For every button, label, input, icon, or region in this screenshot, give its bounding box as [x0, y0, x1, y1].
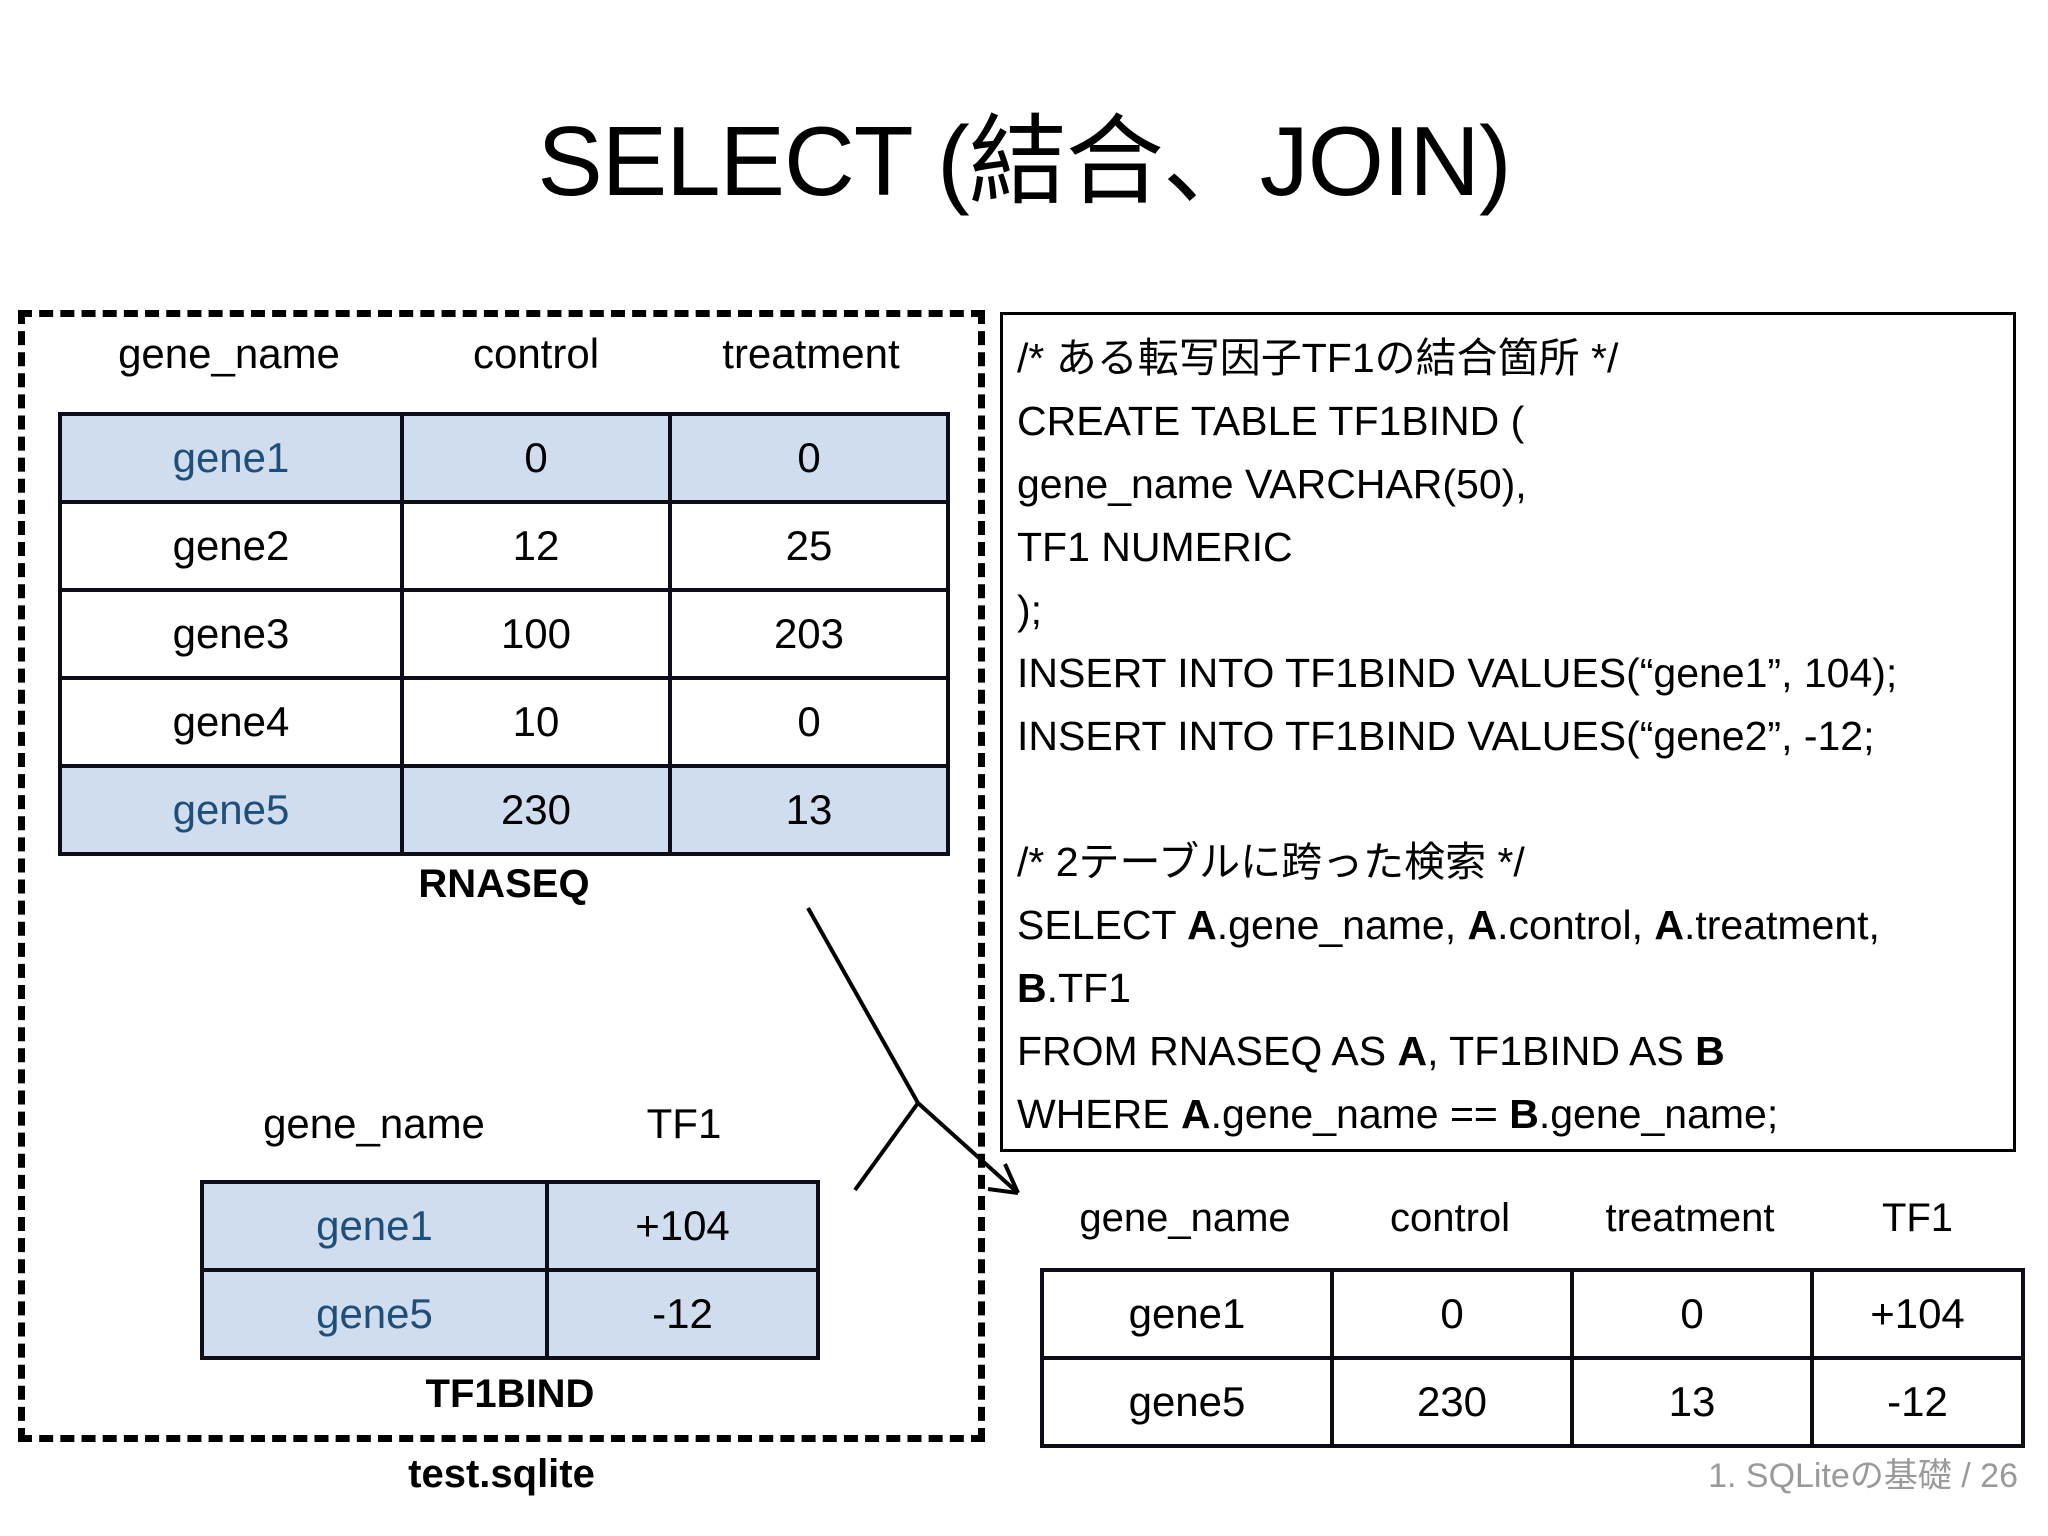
result-header-control: control — [1389, 1196, 1511, 1240]
table-row: gene5 230 13 -12 — [1044, 1356, 2021, 1444]
cell-tf1: -12 — [1810, 1360, 2021, 1444]
sql-line: TF1 NUMERIC — [1017, 524, 1293, 570]
slide-footer: 1. SQLiteの基礎 / 26 — [1708, 1457, 2018, 1495]
sql-line: ); — [1017, 587, 1043, 633]
cell-treatment: 203 — [668, 592, 946, 676]
sql-line: SELECT A.gene_name, A.control, A.treatme… — [1017, 902, 1880, 948]
cell-treatment: 0 — [668, 416, 946, 500]
rnaseq-header-treatment: treatment — [722, 330, 900, 377]
cell-treatment: 0 — [1570, 1272, 1810, 1356]
cell-treatment: 13 — [1570, 1360, 1810, 1444]
cell-control: 100 — [400, 592, 668, 676]
table-row: gene5 230 13 — [62, 764, 946, 852]
sql-line: gene_name VARCHAR(50), — [1017, 461, 1527, 507]
rnaseq-header-gene-name: gene_name — [118, 330, 340, 377]
cell-gene-name: gene1 — [204, 1184, 545, 1268]
cell-tf1: +104 — [1810, 1272, 2021, 1356]
table-row: gene5 -12 — [204, 1268, 816, 1356]
table-row: gene1 +104 — [204, 1184, 816, 1268]
sql-code-block: /* ある転写因子TF1の結合箇所 */ CREATE TABLE TF1BIN… — [1000, 312, 2016, 1152]
sql-line: B.TF1 — [1017, 965, 1131, 1011]
database-container — [18, 310, 985, 1442]
sql-line: WHERE A.gene_name == B.gene_name; — [1017, 1091, 1779, 1137]
cell-treatment: 13 — [668, 768, 946, 852]
join-arrow-icon — [806, 907, 1020, 1195]
cell-gene-name: gene1 — [62, 416, 400, 500]
table-row: gene3 100 203 — [62, 588, 946, 676]
tf1bind-header-tf1: TF1 — [646, 1100, 722, 1147]
rnaseq-table: gene1 0 0 gene2 12 25 gene3 100 203 gene… — [58, 412, 950, 856]
sql-line-blank — [1017, 768, 2013, 831]
tf1bind-header-row: gene_name TF1 — [200, 1100, 820, 1148]
result-header-row: gene_name control treatment TF1 — [1040, 1196, 2025, 1241]
table-row: gene1 0 0 +104 — [1044, 1272, 2021, 1356]
cell-treatment: 25 — [668, 504, 946, 588]
sql-line: FROM RNASEQ AS A, TF1BIND AS B — [1017, 1028, 1725, 1074]
cell-gene-name: gene4 — [172, 698, 290, 745]
cell-tf1: +104 — [545, 1184, 816, 1268]
rnaseq-caption: RNASEQ — [418, 862, 590, 906]
cell-gene-name: gene5 — [1128, 1378, 1246, 1425]
database-label: test.sqlite — [408, 1452, 595, 1496]
cell-control: 230 — [400, 768, 668, 852]
table-row: gene2 12 25 — [62, 500, 946, 588]
sql-line: /* 2テーブルに跨った検索 */ — [1017, 839, 1525, 885]
result-header-treatment: treatment — [1605, 1196, 1775, 1240]
tf1bind-caption: TF1BIND — [425, 1372, 595, 1416]
table-row: gene4 10 0 — [62, 676, 946, 764]
sql-line: /* ある転写因子TF1の結合箇所 */ — [1017, 335, 1619, 381]
cell-treatment: 0 — [668, 680, 946, 764]
sql-line: INSERT INTO TF1BIND VALUES(“gene1”, 104)… — [1017, 650, 1898, 696]
result-header-gene-name: gene_name — [1079, 1196, 1291, 1240]
result-header-tf1: TF1 — [1881, 1196, 1954, 1240]
cell-gene-name: gene2 — [172, 522, 290, 569]
tf1bind-header-gene-name: gene_name — [263, 1100, 485, 1147]
rnaseq-header-control: control — [472, 330, 600, 377]
cell-control: 230 — [1330, 1360, 1570, 1444]
cell-control: 12 — [400, 504, 668, 588]
tf1bind-table: gene1 +104 gene5 -12 — [200, 1180, 820, 1360]
table-row: gene1 0 0 — [62, 416, 946, 500]
cell-gene-name: gene1 — [1128, 1290, 1246, 1337]
sql-line: CREATE TABLE TF1BIND ( — [1017, 398, 1525, 444]
rnaseq-header-row: gene_name control treatment — [58, 330, 950, 378]
cell-control: 10 — [400, 680, 668, 764]
cell-tf1: -12 — [545, 1272, 816, 1356]
cell-gene-name: gene5 — [204, 1272, 545, 1356]
sql-line: INSERT INTO TF1BIND VALUES(“gene2”, -12; — [1017, 713, 1875, 759]
cell-gene-name: gene3 — [172, 610, 290, 657]
page-title: SELECT (結合、JOIN) — [537, 106, 1511, 216]
cell-control: 0 — [400, 416, 668, 500]
cell-control: 0 — [1330, 1272, 1570, 1356]
cell-gene-name: gene5 — [62, 768, 400, 852]
result-table: gene1 0 0 +104 gene5 230 13 -12 — [1040, 1268, 2025, 1448]
